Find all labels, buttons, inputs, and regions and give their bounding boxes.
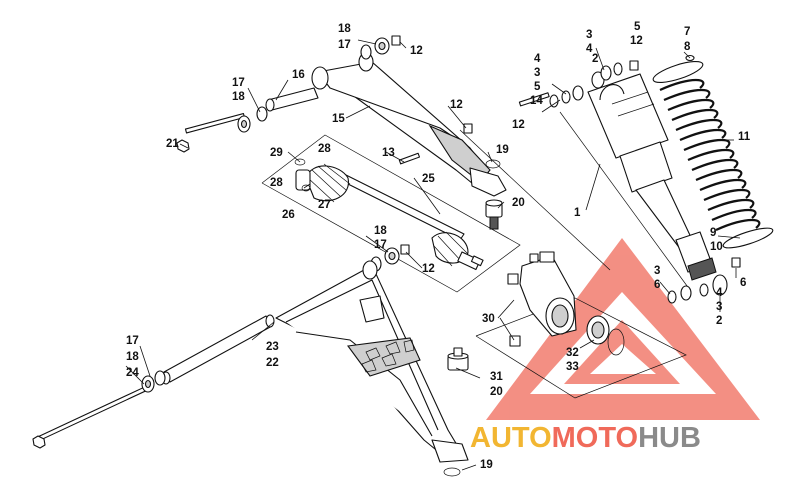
callout: 28 (270, 177, 283, 189)
lower-pivot-tube (161, 314, 275, 385)
shock-absorber (587, 71, 717, 281)
callout: 4 (586, 43, 593, 55)
callout: 10 (710, 241, 723, 253)
coil-spring (652, 54, 774, 249)
callout: 4 (716, 287, 723, 299)
callout: 12 (410, 45, 423, 57)
callout: 4 (534, 53, 541, 65)
callout: 17 (338, 39, 351, 51)
callout: 3 (586, 29, 592, 41)
callout: 18 (126, 351, 139, 363)
callout: 17 (374, 239, 387, 251)
callout: 31 (490, 371, 503, 383)
ball-joint-upper (485, 159, 503, 230)
callout: 28 (318, 143, 331, 155)
callout: 3 (534, 67, 540, 79)
callout: 20 (512, 197, 525, 209)
callout: 23 (266, 341, 279, 353)
callout: 15 (332, 113, 345, 125)
lower-a-arm (275, 260, 469, 463)
callout: 24 (126, 367, 139, 379)
svg-text:AUTOMOTOHUB: AUTOMOTOHUB (470, 422, 701, 454)
callout: 7 (684, 26, 690, 38)
callout: 32 (566, 347, 579, 359)
callout: 29 (270, 147, 283, 159)
callout: 12 (422, 263, 435, 275)
callout: 30 (482, 313, 495, 325)
callout: 6 (740, 277, 746, 289)
callout: 17 (232, 77, 245, 89)
watermark-word-hub: HUB (638, 422, 701, 454)
lower-hardware (32, 347, 469, 477)
callout: 6 (654, 279, 660, 291)
callout: 18 (338, 23, 351, 35)
callout: 26 (282, 209, 295, 221)
watermark-word-moto: MOTO (552, 422, 638, 454)
callout: 12 (450, 99, 463, 111)
shock-upper-hardware (518, 60, 639, 108)
watermark-triangle-shape (486, 238, 760, 420)
watermark-triangle-inner (564, 320, 680, 384)
upper-a-arm (311, 52, 507, 197)
watermark-text: AUTOMOTOHUB (470, 422, 701, 454)
callout: 18 (374, 225, 387, 237)
watermark-logo-triangle (486, 238, 760, 420)
watermark-word-auto: AUTO (470, 422, 552, 454)
callout: 5 (634, 21, 641, 33)
pivot-tube-16 (265, 87, 319, 112)
callout: 5 (534, 81, 541, 93)
callout: 9 (710, 227, 716, 239)
callout: 2 (716, 315, 722, 327)
callout: 8 (684, 41, 691, 53)
callout: 22 (266, 357, 279, 369)
callout: 14 (530, 95, 543, 107)
steering-knuckle (507, 251, 577, 347)
callout: 25 (422, 173, 435, 185)
callout: 20 (490, 386, 503, 398)
callout: 13 (382, 147, 395, 159)
upper-hardware (176, 35, 473, 165)
callout: 19 (496, 144, 509, 156)
callout-numbers: 18 17 12 16 17 18 15 12 21 29 28 13 19 2… (126, 21, 751, 471)
callout: 33 (566, 361, 579, 373)
callout: 12 (512, 119, 525, 131)
wheel-bearing (586, 315, 625, 356)
callout: 12 (630, 35, 643, 47)
callout: 1 (574, 207, 581, 219)
callout: 21 (166, 138, 179, 150)
callout: 2 (592, 53, 598, 65)
cv-drive-shaft (294, 158, 484, 271)
callout: 11 (738, 131, 751, 143)
callout: 3 (654, 265, 660, 277)
callout: 18 (232, 91, 245, 103)
leader-lines (125, 39, 741, 471)
callout: 19 (480, 459, 493, 471)
callout: 3 (716, 301, 722, 313)
callout: 16 (292, 69, 305, 81)
callout: 27 (318, 199, 331, 211)
callout: 17 (126, 335, 139, 347)
